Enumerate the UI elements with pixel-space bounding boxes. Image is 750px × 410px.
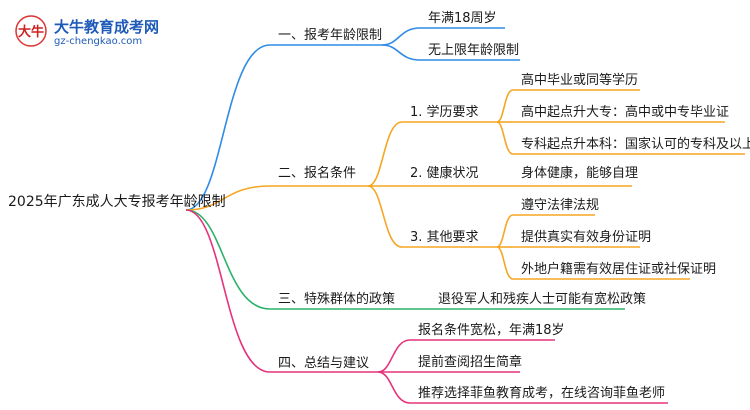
- branch-2-sub-1-leaf-2: 高中起点升大专：高中或中专毕业证: [521, 105, 730, 120]
- edge-b1-leaf-1: [381, 27, 421, 46]
- branch-3-label: 三、特殊群体的政策: [278, 292, 396, 307]
- branch-2-sub-3-leaf-3: 外地户籍需有效居住证或社保证明: [521, 262, 717, 277]
- logo-url: gz-chengkao.com: [54, 36, 143, 47]
- branch-2-sub-2-leaf-1: 身体健康，能够自理: [521, 166, 639, 181]
- edge-b2s1-leaf-1: [496, 89, 514, 123]
- branch-4-leaf-2: 提前查阅招生简章: [418, 355, 523, 370]
- logo-mark-icon: 大牛: [15, 15, 47, 47]
- edge-b2s3-leaf-3: [496, 246, 514, 280]
- branch-2-sub-1-leaf-1: 高中毕业或同等学历: [521, 73, 639, 88]
- site-logo[interactable]: 大牛 大牛教育成考网 gz-chengkao.com: [14, 12, 164, 52]
- branch-2-sub-1-leaf-3: 专科起点升本科：国家认可的专科及以上学历: [521, 137, 750, 152]
- branch-2-sub-2: 2. 健康状况: [410, 166, 479, 181]
- logo-title: 大牛教育成考网: [54, 18, 160, 36]
- branch-1-leaf-2: 无上限年龄限制: [428, 43, 520, 58]
- edge-root-branch-3: [185, 209, 271, 310]
- branch-1-leaf-1: 年满18周岁: [428, 11, 497, 26]
- branch-4-leaf-3: 推荐选择菲鱼教育成考，在线咨询菲鱼老师: [418, 386, 666, 401]
- branch-2-sub-3-leaf-1: 遵守法律法规: [521, 198, 600, 213]
- branch-4-leaf-1: 报名条件宽松，年满18岁: [418, 323, 565, 338]
- branch-2-label: 二、报名条件: [278, 166, 357, 181]
- edge-root-branch-1: [185, 44, 271, 211]
- edge-b4-leaf-1: [377, 339, 411, 373]
- edge-root-branch-2: [185, 185, 271, 211]
- edge-b2s1-leaf-3: [496, 121, 514, 155]
- logo-mark-text: 大牛: [18, 24, 44, 40]
- branch-2-sub-3-leaf-2: 提供真实有效身份证明: [521, 230, 652, 245]
- edge-b1-leaf-2: [381, 44, 421, 61]
- branch-1-label: 一、报考年龄限制: [278, 28, 383, 43]
- edge-b2-sub-1: [367, 121, 403, 187]
- root-node: 2025年广东成人大专报考年龄限制: [8, 194, 226, 210]
- edge-root-branch-4: [185, 209, 271, 373]
- branch-2-sub-3: 3. 其他要求: [410, 230, 479, 245]
- branch-2-sub-1: 1. 学历要求: [410, 105, 479, 120]
- edge-b2s3-leaf-1: [496, 214, 514, 248]
- branch-4-label: 四、总结与建议: [278, 356, 370, 371]
- edge-b2-sub-3: [367, 185, 403, 248]
- edge-b4-leaf-3: [377, 371, 411, 404]
- branch-3-leaf-1: 退役军人和残疾人士可能有宽松政策: [438, 292, 647, 307]
